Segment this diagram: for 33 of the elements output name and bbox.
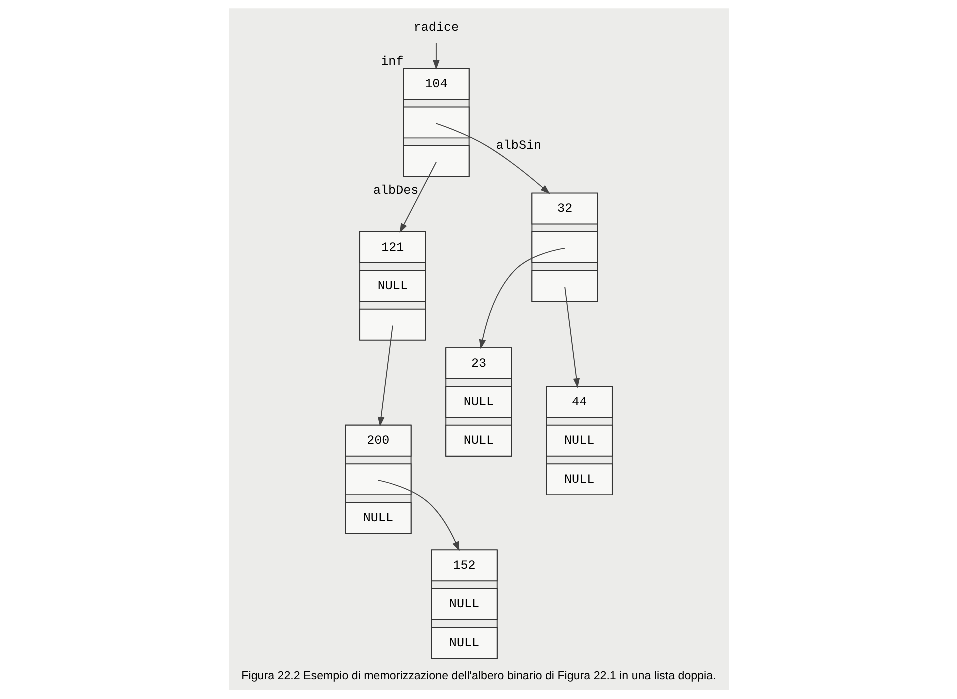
arrow — [399, 162, 436, 234]
node-box: NULL — [445, 424, 512, 457]
edge-label: albDes — [372, 184, 418, 198]
arrow — [435, 123, 550, 194]
arrow — [377, 480, 460, 552]
node-text: radice — [413, 21, 459, 36]
node-box: NULL — [359, 270, 426, 302]
node-box: 23 — [445, 348, 512, 380]
node-box: NULL — [546, 464, 612, 496]
node-box: NULL — [430, 627, 498, 659]
arrow — [564, 286, 580, 388]
node-box: 32 — [531, 192, 598, 225]
node-box: 44 — [546, 386, 612, 418]
node-box: 152 — [430, 550, 498, 582]
node-box — [359, 308, 426, 341]
arrow — [377, 325, 393, 427]
arrow — [478, 248, 566, 350]
node-box — [402, 145, 470, 178]
arrow — [432, 42, 440, 70]
node-box: 200 — [344, 424, 412, 457]
node-box — [344, 464, 412, 496]
node-box — [531, 270, 598, 302]
node-box: 121 — [359, 232, 426, 264]
node-box: 104 — [402, 68, 470, 100]
caption: Figura 22.2 Esempio di memorizzazione dell'albero binario di Figura 22.1 in una lista doppia. — [241, 669, 716, 682]
node-box: NULL — [430, 588, 498, 620]
node-box: NULL — [546, 424, 612, 457]
node-label: inf — [380, 55, 404, 70]
node-box: NULL — [445, 386, 512, 418]
edge-label: albSin — [496, 138, 542, 153]
node-box — [402, 106, 470, 139]
node-box — [531, 232, 598, 264]
node-box: NULL — [344, 502, 412, 534]
